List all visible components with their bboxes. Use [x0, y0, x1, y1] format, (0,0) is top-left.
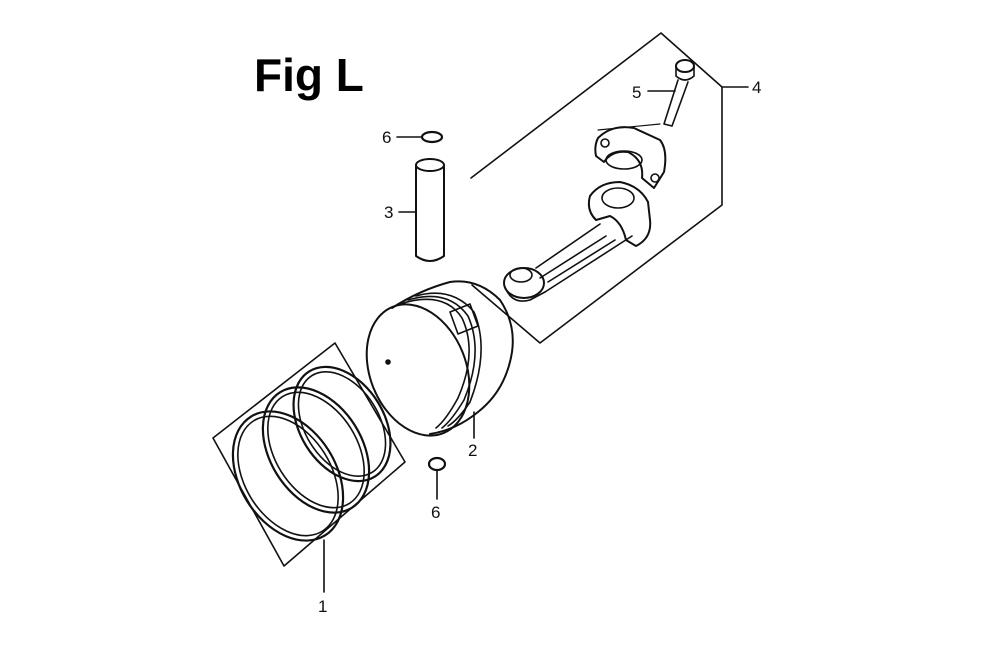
callout-5: 5: [632, 83, 641, 102]
piston-pin-boss: [449, 303, 479, 335]
piston-pin: [398, 158, 445, 262]
rod-cap-bolt-hole-right: [650, 173, 660, 183]
rod-big-end-bore: [601, 187, 635, 209]
pin-clip-bottom: [427, 456, 447, 500]
pin-clip-top: [396, 130, 444, 144]
ring-set-bracket: [212, 342, 406, 567]
connecting-rod-assembly: [470, 32, 749, 344]
ring-oil-inner: [297, 371, 387, 477]
rod-bolt-head-side: [675, 65, 695, 81]
rod-small-end-bore: [509, 267, 533, 283]
rod-beam: [535, 223, 633, 293]
rod-big-end: [587, 181, 652, 247]
callout-4: 4: [752, 78, 761, 97]
ring-set: [212, 342, 406, 593]
ring-oil: [292, 365, 392, 483]
rod-bolt-shank: [663, 79, 689, 127]
piston-pin-top: [415, 158, 445, 172]
callout-3: 3: [384, 203, 393, 222]
piston-crown-mark: [385, 359, 391, 365]
callout-6-bottom: 6: [431, 503, 440, 522]
rod-cap-bore: [605, 150, 643, 170]
rod-cap: [594, 126, 667, 189]
rod-assembly-bracket: [470, 32, 723, 344]
piston-ring-groove-2: [407, 295, 476, 429]
piston-ring-groove-3: [415, 292, 482, 427]
ring-middle: [261, 386, 371, 514]
rod-cap-joint: [597, 123, 661, 131]
figure-title: Fig L: [254, 49, 364, 101]
rod-bolt: [647, 59, 695, 127]
callout-2: 2: [468, 441, 477, 460]
rod-small-end-body: [504, 286, 546, 302]
piston: [365, 280, 514, 439]
rod-cap-bolt-hole-left: [600, 138, 610, 148]
callout-6-top: 6: [382, 128, 391, 147]
ring-middle-inner: [266, 391, 366, 509]
pin-clip-bottom-ring: [427, 456, 447, 472]
ring-outer-inner: [237, 415, 339, 537]
callout-1: 1: [318, 597, 327, 616]
pin-clip-top-ring: [420, 130, 444, 144]
piston-skirt-outline: [391, 280, 514, 435]
rod-bolt-head: [675, 59, 695, 73]
piston-pin-body: [415, 164, 445, 262]
piston-ring-groove-1: [399, 298, 470, 429]
ring-outer: [231, 410, 345, 542]
